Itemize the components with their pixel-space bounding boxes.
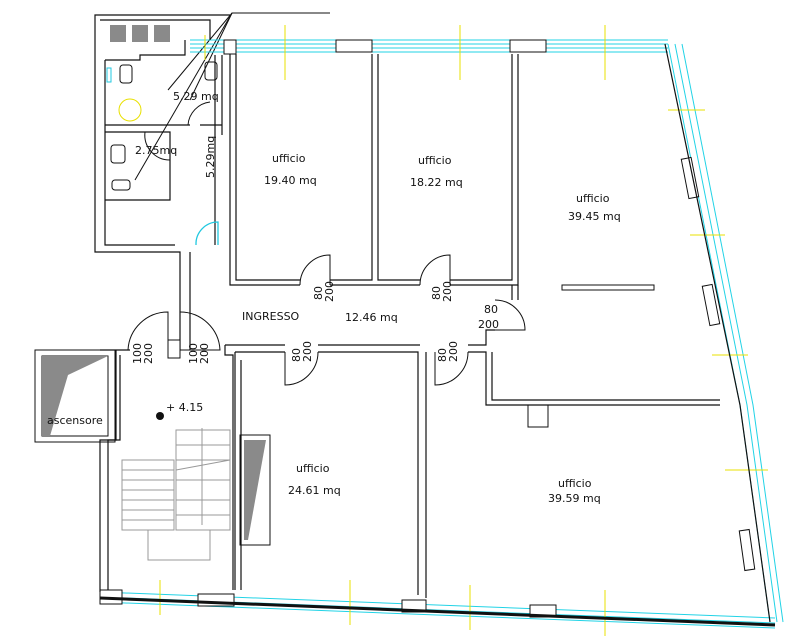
door-width: 100	[131, 343, 144, 364]
door-width: 100	[187, 343, 200, 364]
staircase	[121, 428, 231, 561]
toilet-icon	[119, 64, 133, 84]
toilet-icon	[111, 179, 131, 191]
door-height: 200	[301, 341, 314, 362]
walls	[34, 14, 776, 627]
stair-level: + 4.15	[166, 401, 203, 414]
wc2-area: 2.75mq	[135, 144, 177, 157]
room-labels: ufficio 19.40 mq ufficio 18.22 mq uffici…	[47, 90, 621, 505]
door-dimensions: 80 200 80 200 80 200 80 200 80 200 100 2…	[131, 281, 499, 364]
office1-area: 19.40 mq	[264, 174, 317, 187]
top-windows	[190, 25, 668, 80]
doors	[127, 101, 526, 386]
office2-area: 18.22 mq	[410, 176, 463, 189]
corridor-area: 5.29mq	[204, 136, 217, 178]
level-marker-icon	[156, 412, 164, 420]
door-height: 200	[198, 343, 211, 364]
door-height: 200	[142, 343, 155, 364]
bottom-windows	[99, 580, 776, 636]
door-height: 200	[447, 341, 460, 362]
door-height: 200	[478, 318, 499, 331]
office5-area: 39.59 mq	[548, 492, 601, 505]
door-width: 80	[430, 286, 443, 300]
office5-name: ufficio	[558, 477, 592, 490]
entrance-name: INGRESSO	[242, 310, 300, 323]
office4-area: 24.61 mq	[288, 484, 341, 497]
wc1-area: 5.29 mq	[173, 90, 219, 103]
office2-name: ufficio	[418, 154, 452, 167]
office4-name: ufficio	[296, 462, 330, 475]
door-width: 80	[484, 303, 498, 316]
door-width: 80	[436, 348, 449, 362]
sink-icon	[110, 144, 126, 164]
office1-name: ufficio	[272, 152, 306, 165]
door-width: 80	[312, 286, 325, 300]
door-width: 80	[290, 348, 303, 362]
door-height: 200	[441, 281, 454, 302]
wheelchair-accessible-icon	[118, 98, 142, 122]
office3-area: 39.45 mq	[568, 210, 621, 223]
elevator-label: ascensore	[47, 414, 103, 427]
entrance-area: 12.46 mq	[345, 311, 398, 324]
sink-icon	[204, 61, 218, 81]
office3-name: ufficio	[576, 192, 610, 205]
right-windows	[667, 43, 784, 623]
fixtures	[106, 25, 218, 420]
door-height: 200	[323, 281, 336, 302]
